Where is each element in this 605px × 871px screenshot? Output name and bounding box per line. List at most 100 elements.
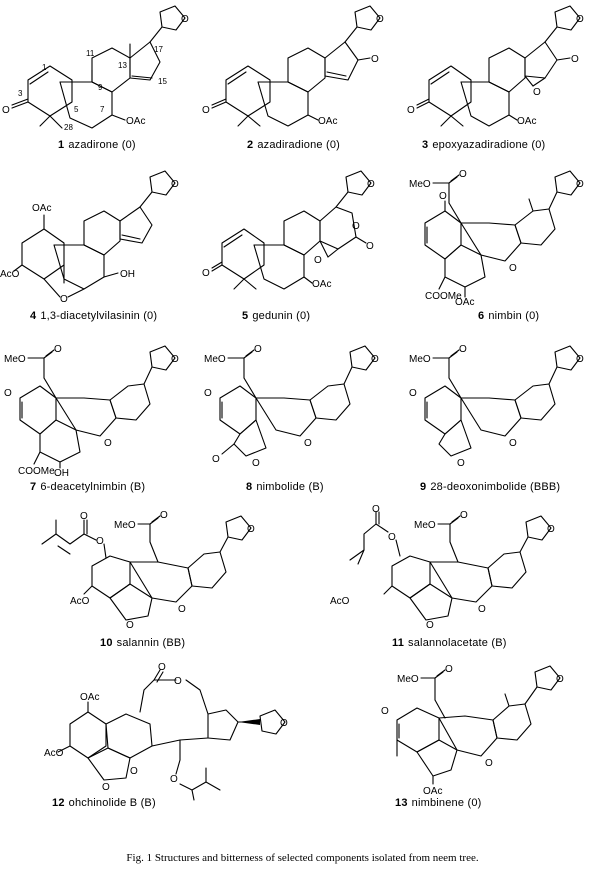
structure-6-nimbin: MeO O O O O OAc COOMe — [409, 169, 584, 308]
svg-text:O: O — [409, 388, 417, 399]
svg-text:O: O — [171, 179, 179, 190]
structure-8-nimbolide: MeO O O O O O O — [204, 344, 379, 469]
svg-text:O: O — [254, 344, 262, 355]
svg-text:MeO: MeO — [414, 520, 436, 531]
svg-text:OAc: OAc — [455, 297, 474, 308]
svg-text:O: O — [202, 105, 210, 116]
svg-text:O: O — [381, 706, 389, 717]
structure-2-azadiradione: O O O OAc — [202, 5, 384, 127]
structure-13-nimbinene: MeO O O O O OAc — [381, 664, 564, 797]
structure-11-salannolacetate: O O MeO O O O AcO O — [330, 504, 555, 631]
svg-text:O: O — [460, 510, 468, 521]
svg-text:11: 11 — [86, 49, 95, 58]
svg-text:AcO: AcO — [330, 596, 350, 607]
svg-text:28: 28 — [64, 123, 73, 132]
svg-text:1: 1 — [42, 63, 47, 72]
svg-text:MeO: MeO — [397, 674, 419, 685]
svg-text:3: 3 — [18, 89, 23, 98]
svg-text:O: O — [130, 766, 138, 777]
svg-text:O: O — [571, 54, 579, 65]
svg-text:MeO: MeO — [409, 354, 431, 365]
svg-text:O: O — [371, 354, 379, 365]
svg-text:O: O — [372, 504, 380, 515]
svg-text:MeO: MeO — [204, 354, 226, 365]
svg-text:O: O — [204, 388, 212, 399]
svg-text:O: O — [388, 532, 396, 543]
svg-text:O: O — [252, 458, 260, 469]
svg-text:OH: OH — [54, 468, 69, 479]
svg-text:17: 17 — [154, 45, 163, 54]
svg-text:AcO: AcO — [44, 748, 64, 759]
svg-text:O: O — [181, 14, 189, 25]
svg-text:O: O — [160, 510, 168, 521]
svg-text:7: 7 — [100, 105, 105, 114]
svg-text:O: O — [459, 344, 467, 355]
structure-1-azadirone: O O OAc 1 3 5 7 9 11 13 15 17 28 — [2, 5, 189, 132]
svg-text:OAc: OAc — [517, 116, 536, 127]
svg-text:O: O — [478, 604, 486, 615]
svg-text:5: 5 — [74, 105, 79, 114]
svg-text:O: O — [367, 179, 375, 190]
svg-text:O: O — [174, 676, 182, 687]
svg-text:O: O — [485, 758, 493, 769]
svg-text:O: O — [102, 782, 110, 793]
svg-text:O: O — [170, 774, 178, 785]
svg-text:O: O — [556, 674, 564, 685]
figure-caption: Fig. 1 Structures and bitterness of sele… — [126, 852, 479, 864]
svg-text:O: O — [212, 454, 220, 465]
svg-text:O: O — [4, 388, 12, 399]
svg-text:O: O — [60, 294, 68, 305]
structure-4-diacetylvilasinin: O OAc AcO O OH — [0, 170, 179, 305]
svg-text:O: O — [509, 263, 517, 274]
svg-text:O: O — [158, 662, 166, 673]
svg-text:O: O — [576, 14, 584, 25]
svg-text:O: O — [314, 255, 322, 266]
svg-text:O: O — [2, 105, 10, 116]
svg-text:O: O — [80, 511, 88, 522]
svg-text:O: O — [171, 354, 179, 365]
svg-text:O: O — [576, 354, 584, 365]
svg-text:O: O — [547, 524, 555, 535]
structure-12-ohchinolide-b: O O O O OAc AcO O O — [44, 662, 288, 801]
svg-text:O: O — [366, 241, 374, 252]
svg-text:MeO: MeO — [4, 354, 26, 365]
structure-9-deoxonimbolide: MeO O O O O O — [409, 344, 584, 469]
svg-text:O: O — [178, 604, 186, 615]
svg-text:AcO: AcO — [70, 596, 90, 607]
svg-text:O: O — [96, 536, 104, 547]
svg-text:9: 9 — [98, 83, 103, 92]
svg-text:O: O — [576, 179, 584, 190]
svg-text:O: O — [445, 664, 453, 675]
svg-text:OAc: OAc — [126, 116, 145, 127]
svg-text:MeO: MeO — [409, 179, 431, 190]
svg-text:COOMe: COOMe — [425, 291, 462, 302]
svg-text:O: O — [439, 191, 447, 202]
svg-text:O: O — [247, 524, 255, 535]
furan-ring — [159, 5, 186, 31]
svg-text:O: O — [376, 14, 384, 25]
svg-text:O: O — [407, 105, 415, 116]
structure-5-gedunin: O O O O O OAc — [202, 170, 375, 290]
svg-text:O: O — [104, 438, 112, 449]
structure-10-salannin: O O MeO O O O AcO O — [41, 510, 255, 631]
svg-text:O: O — [426, 620, 434, 631]
svg-text:O: O — [509, 438, 517, 449]
svg-text:O: O — [371, 54, 379, 65]
svg-text:OH: OH — [120, 269, 135, 280]
svg-text:OAc: OAc — [318, 116, 337, 127]
svg-text:O: O — [304, 438, 312, 449]
svg-text:AcO: AcO — [0, 269, 20, 280]
